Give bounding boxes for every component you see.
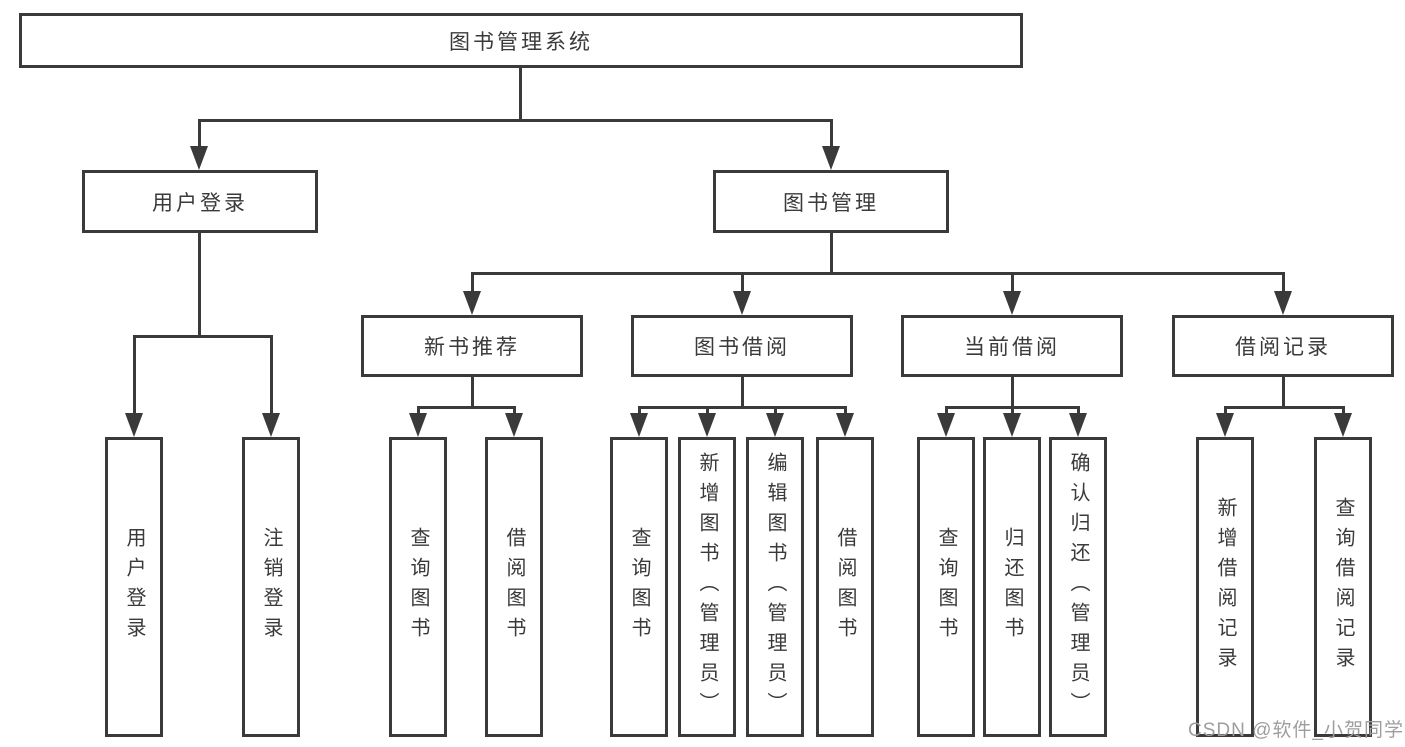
arrow-down-icon bbox=[262, 413, 280, 437]
arrow-down-icon bbox=[766, 413, 784, 437]
leaf-query-book: 查询图书 bbox=[389, 437, 447, 737]
connector-line bbox=[471, 272, 1285, 275]
leaf-borrow-book: 借阅图书 bbox=[485, 437, 543, 737]
leaf-edit-book-admin: 编辑图书（管理员） bbox=[746, 437, 804, 737]
connector-line bbox=[1011, 409, 1014, 414]
connector-line bbox=[741, 275, 744, 292]
node-book-management: 图书管理 bbox=[713, 170, 949, 233]
connector-line bbox=[830, 122, 833, 148]
node-borrow-records: 借阅记录 bbox=[1172, 315, 1394, 377]
connector-line bbox=[471, 377, 474, 409]
connector-line bbox=[519, 68, 522, 122]
node-current-borrow: 当前借阅 bbox=[901, 315, 1123, 377]
connector-line bbox=[270, 338, 273, 414]
connector-line bbox=[638, 409, 641, 414]
leaf-query-borrow-record: 查询借阅记录 bbox=[1314, 437, 1372, 737]
leaf-query-book: 查询图书 bbox=[610, 437, 668, 737]
arrow-down-icon bbox=[505, 413, 523, 437]
arrow-down-icon bbox=[1003, 291, 1021, 315]
connector-line bbox=[417, 406, 516, 409]
node-new-book-recommend: 新书推荐 bbox=[361, 315, 583, 377]
arrow-down-icon bbox=[937, 413, 955, 437]
arrow-down-icon bbox=[836, 413, 854, 437]
connector-line bbox=[1282, 377, 1285, 409]
node-user-login: 用户登录 bbox=[82, 170, 318, 233]
connector-line bbox=[830, 233, 833, 275]
leaf-return-book: 归还图书 bbox=[983, 437, 1041, 737]
arrow-down-icon bbox=[822, 146, 840, 170]
connector-line bbox=[417, 409, 420, 414]
connector-line bbox=[945, 406, 1080, 409]
connector-line bbox=[774, 409, 777, 414]
arrow-down-icon bbox=[125, 413, 143, 437]
arrow-down-icon bbox=[1274, 291, 1292, 315]
connector-line bbox=[706, 409, 709, 414]
csdn-watermark: CSDN @软件_小贺同学 bbox=[1188, 720, 1404, 741]
arrow-down-icon bbox=[1003, 413, 1021, 437]
arrow-down-icon bbox=[698, 413, 716, 437]
connector-line bbox=[1011, 275, 1014, 292]
connector-line bbox=[638, 406, 847, 409]
connector-line bbox=[198, 119, 833, 122]
connector-line bbox=[513, 409, 516, 414]
connector-line bbox=[945, 409, 948, 414]
leaf-logout: 注销登录 bbox=[242, 437, 300, 737]
arrow-down-icon bbox=[733, 291, 751, 315]
connector-line bbox=[1342, 409, 1345, 414]
leaf-borrow-book: 借阅图书 bbox=[816, 437, 874, 737]
leaf-confirm-return-admin: 确认归还（管理员） bbox=[1049, 437, 1107, 737]
arrow-down-icon bbox=[463, 291, 481, 315]
leaf-user-login: 用户登录 bbox=[105, 437, 163, 737]
arrow-down-icon bbox=[190, 146, 208, 170]
arrow-down-icon bbox=[1334, 413, 1352, 437]
connector-line bbox=[198, 122, 201, 148]
connector-line bbox=[1011, 377, 1014, 409]
node-book-borrow: 图书借阅 bbox=[631, 315, 853, 377]
connector-line bbox=[1282, 275, 1285, 292]
node-library-management-system: 图书管理系统 bbox=[19, 13, 1023, 68]
connector-line bbox=[471, 275, 474, 292]
connector-line bbox=[1077, 409, 1080, 414]
connector-line bbox=[1224, 406, 1345, 409]
connector-line bbox=[741, 377, 744, 409]
arrow-down-icon bbox=[1216, 413, 1234, 437]
connector-line bbox=[844, 409, 847, 414]
connector-line bbox=[198, 233, 201, 338]
arrow-down-icon bbox=[630, 413, 648, 437]
connector-line bbox=[1224, 409, 1227, 414]
arrow-down-icon bbox=[1069, 413, 1087, 437]
leaf-add-borrow-record: 新增借阅记录 bbox=[1196, 437, 1254, 737]
connector-line bbox=[133, 335, 273, 338]
leaf-query-book: 查询图书 bbox=[917, 437, 975, 737]
arrow-down-icon bbox=[409, 413, 427, 437]
leaf-add-book-admin: 新增图书（管理员） bbox=[678, 437, 736, 737]
connector-line bbox=[133, 338, 136, 414]
